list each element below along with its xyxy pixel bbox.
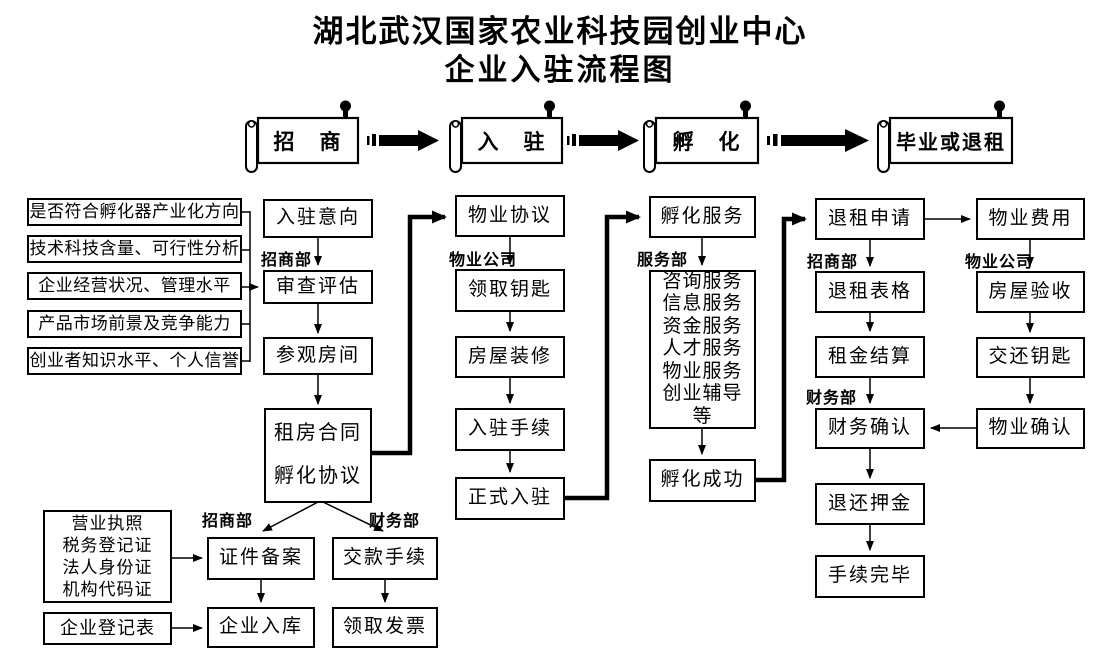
page-title-line2: 企业入驻流程图 [444, 54, 676, 87]
box-official-checkin: 正式入驻 [455, 477, 565, 520]
cross-link-arrows [925, 215, 976, 432]
box-deposit-return: 退还押金 [815, 483, 925, 525]
criteria-box-3: 企业经营状况、管理水平 [27, 272, 242, 300]
phase-connectors [372, 210, 807, 501]
dept-label-finance-split: 财务部 [369, 513, 421, 530]
service-item-3: 资金服务 [662, 315, 743, 337]
service-item-4: 人才服务 [662, 338, 743, 360]
box-procedure-complete: 手续完毕 [815, 555, 925, 598]
contract-line-1: 租房合同 [274, 422, 362, 445]
dept-label-recruit-exit: 招商部 [807, 254, 859, 271]
box-get-keys: 领取钥匙 [455, 269, 565, 312]
box-house-inspection: 房屋验收 [976, 271, 1085, 313]
box-visit-rooms: 参观房间 [263, 337, 373, 375]
box-incubation-success: 孵化成功 [649, 459, 756, 502]
box-company-storage: 企业入库 [207, 607, 315, 648]
scroll-banner-zhaoshang-shape [245, 100, 360, 173]
doc-line-2: 税务登记证 [62, 535, 153, 555]
doc-line-1: 营业执照 [71, 513, 144, 533]
box-property-fee: 物业费用 [976, 198, 1085, 240]
box-entry-intent: 入驻意向 [263, 199, 373, 238]
doc-line-4: 机构代码证 [62, 579, 153, 599]
criteria-box-5: 创业者知识水平、个人信誉 [27, 347, 242, 375]
box-certificate-filing: 证件备案 [207, 537, 315, 580]
banner-arrow-1 [367, 130, 439, 151]
box-review-evaluation: 审查评估 [263, 270, 373, 304]
box-services-list: 咨询服务 信息服务 资金服务 人才服务 物业服务 创业辅导 等 [649, 270, 756, 429]
banner-ruzhu: 入 驻 [477, 129, 547, 154]
banner-zhaoshang: 招 商 [273, 129, 343, 154]
box-house-renovation: 房屋装修 [455, 336, 565, 378]
box-property-agreement: 物业协议 [455, 195, 565, 237]
box-contract-agreement: 租房合同 孵化协议 [264, 408, 372, 503]
banner-biye: 毕业或退租 [896, 132, 1006, 154]
scroll-banner-ruzhu-shape [449, 100, 564, 173]
criteria-bracket-connector [242, 211, 259, 362]
page-title-line1: 湖北武汉国家农业科技园创业中心 [312, 14, 808, 49]
banner-fuhua: 孵 化 [672, 129, 742, 154]
dept-label-property-company-exit: 物业公司 [965, 254, 1034, 271]
doc-line-3: 法人身份证 [62, 557, 153, 577]
dept-label-property-company-mid: 物业公司 [449, 252, 518, 269]
recruit-column-arrows [172, 238, 389, 632]
banner-arrow-3 [767, 129, 869, 152]
box-return-keys: 交还钥匙 [976, 337, 1085, 378]
box-refund-form: 退租表格 [815, 271, 925, 313]
criteria-box-4: 产品市场前景及竞争能力 [27, 310, 242, 338]
banner-arrow-2 [567, 130, 639, 151]
box-refund-application: 退租申请 [815, 198, 925, 240]
service-item-5: 物业服务 [662, 360, 743, 382]
dept-label-recruit-top: 招商部 [261, 252, 313, 269]
criteria-box-1: 是否符合孵化器产业化方向 [27, 198, 242, 226]
box-get-invoice: 领取发票 [332, 607, 438, 648]
box-payment-procedure: 交款手续 [332, 537, 438, 580]
scroll-banner-biye-shape [877, 100, 1014, 173]
service-item-2: 信息服务 [662, 293, 743, 315]
service-item-7: 等 [692, 405, 713, 427]
box-registration-form: 企业登记表 [43, 612, 172, 645]
contract-line-2: 孵化协议 [274, 465, 362, 487]
scroll-banner-fuhua-shape [643, 100, 760, 173]
box-required-documents: 营业执照 税务登记证 法人身份证 机构代码证 [43, 510, 172, 603]
dept-label-recruit-split: 招商部 [202, 513, 254, 530]
service-item-1: 咨询服务 [662, 270, 743, 292]
box-rent-settlement: 租金结算 [815, 336, 925, 378]
dept-label-finance-exit: 财务部 [806, 390, 858, 407]
box-incubation-service: 孵化服务 [649, 196, 756, 238]
criteria-box-2: 技术科技含量、可行性分析 [27, 235, 242, 263]
box-finance-confirm: 财务确认 [815, 408, 925, 449]
dept-label-service-dept: 服务部 [637, 252, 689, 269]
box-checkin-procedure: 入驻手续 [455, 408, 565, 451]
service-item-6: 创业辅导 [662, 383, 743, 405]
box-property-confirm: 物业确认 [976, 408, 1085, 449]
